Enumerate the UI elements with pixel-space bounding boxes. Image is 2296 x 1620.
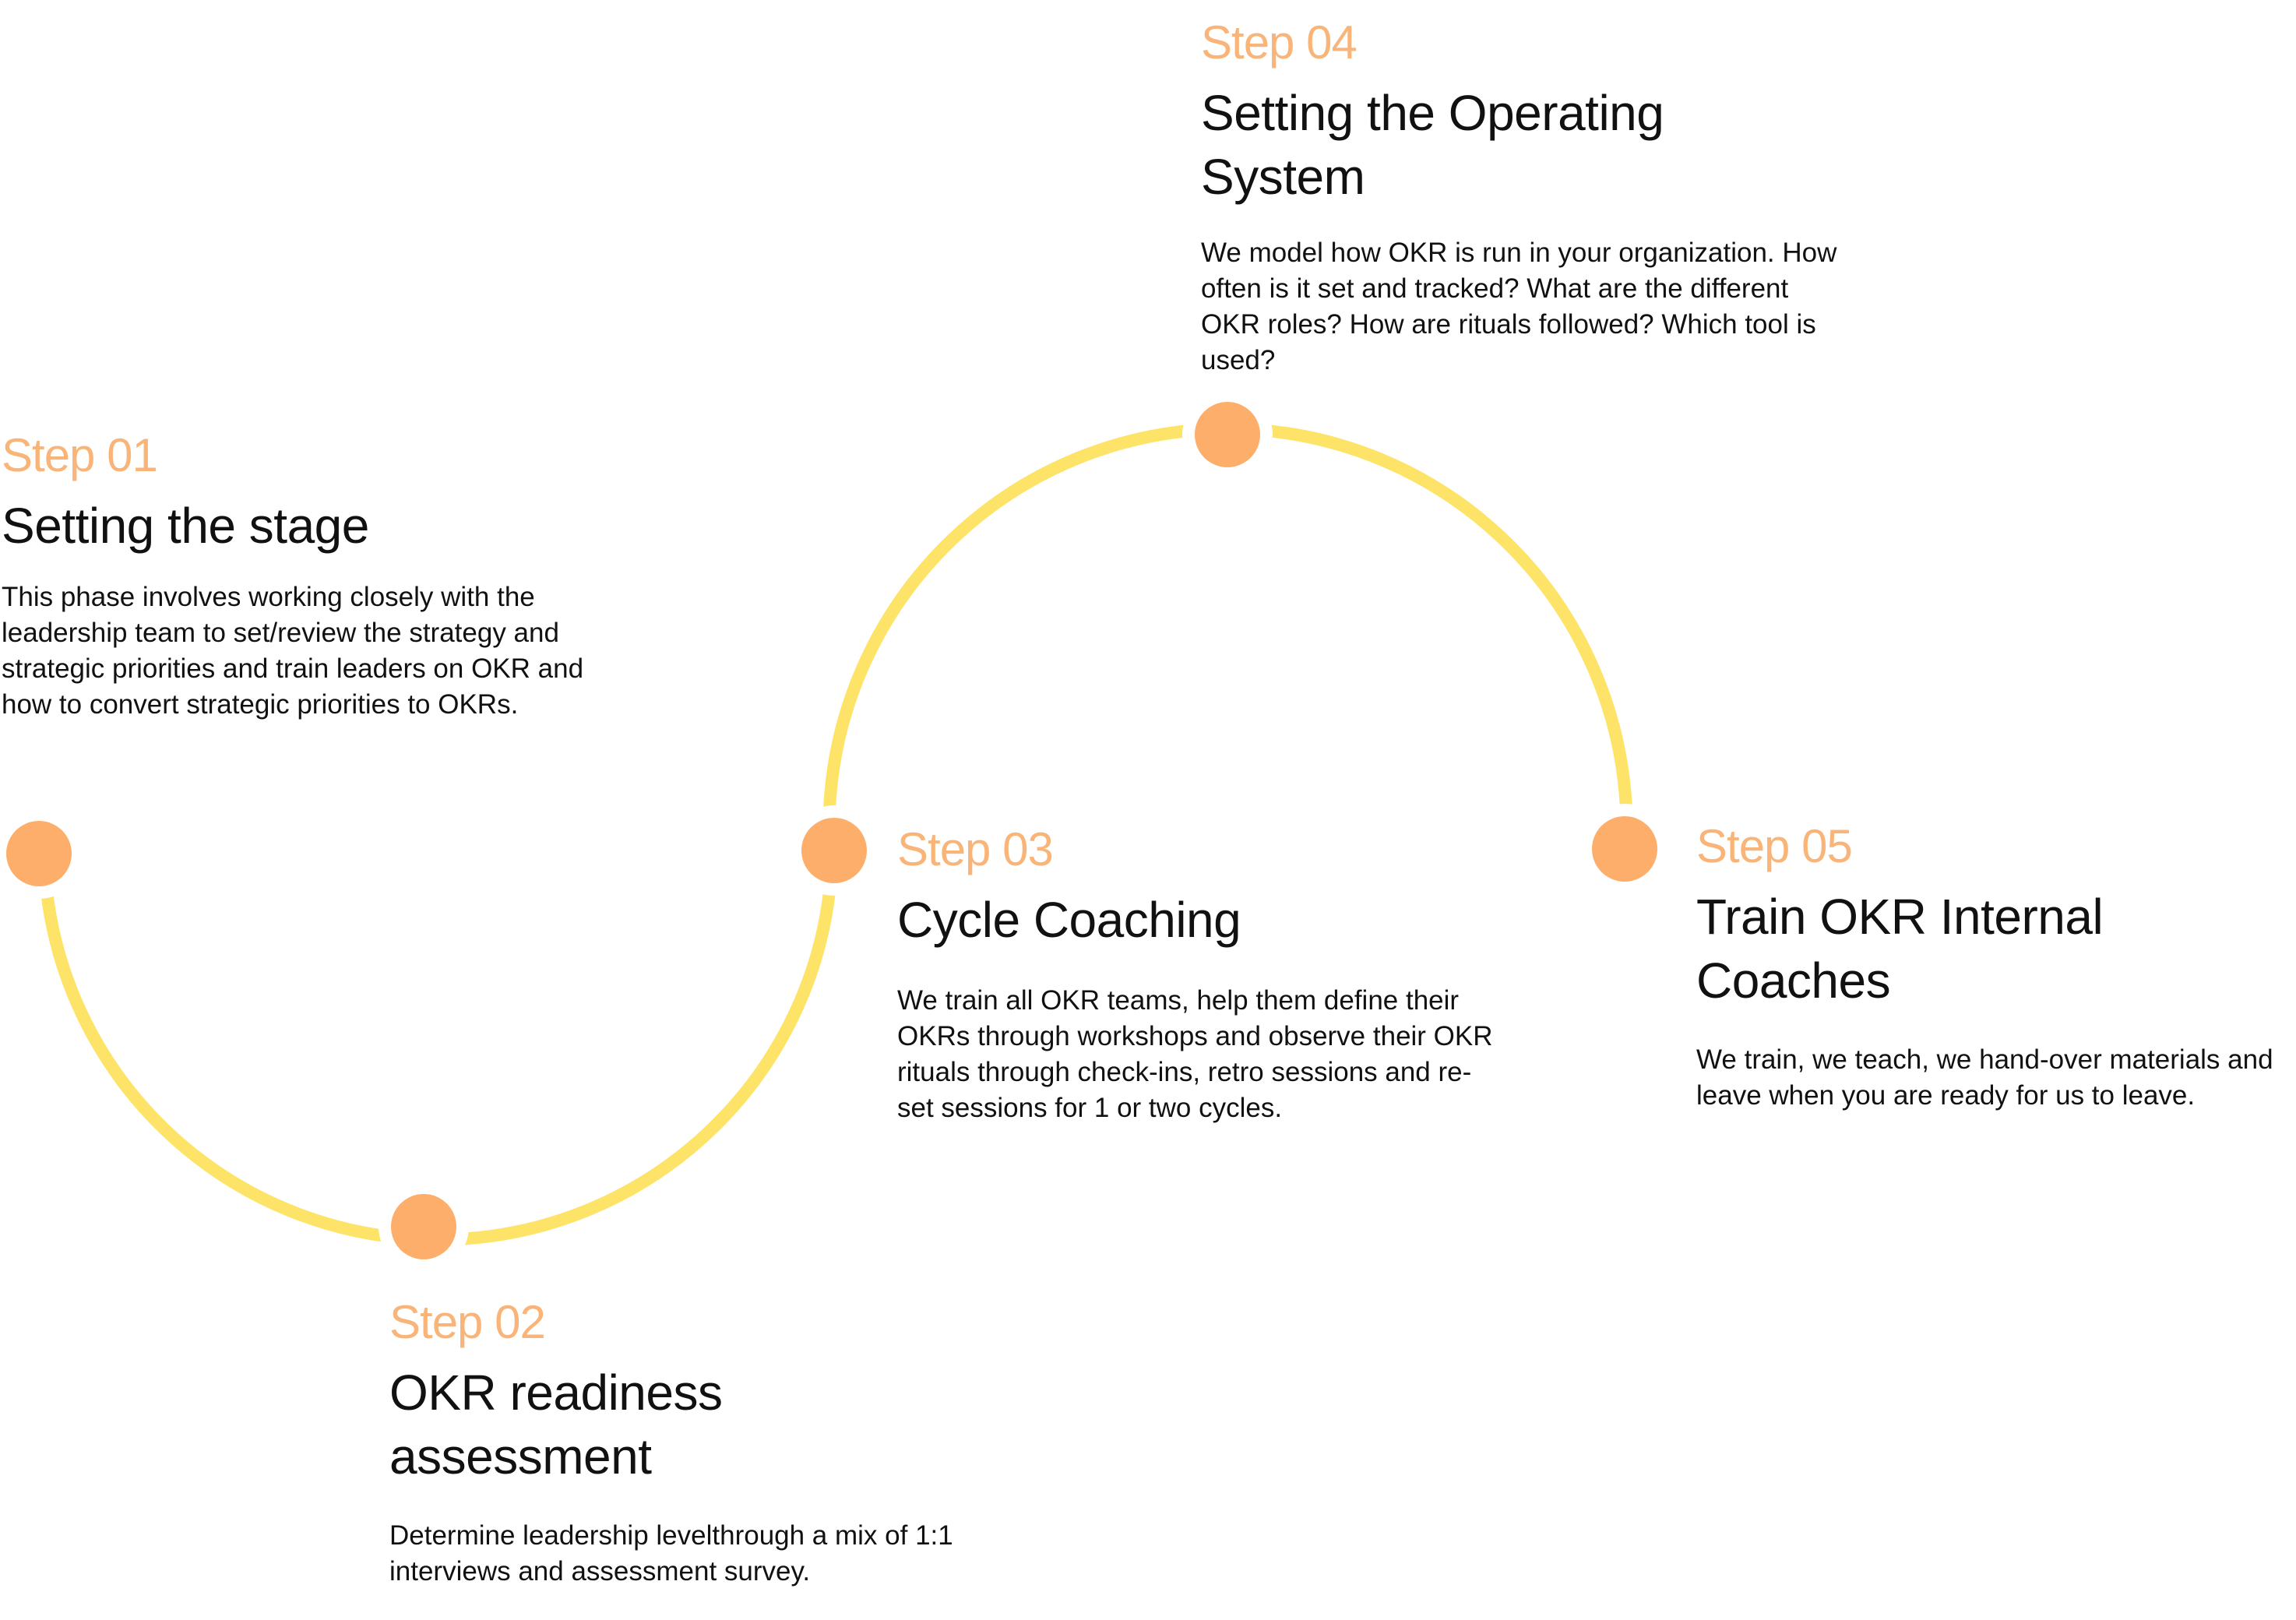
step-04-block: Step 04 Setting the Operating System We … xyxy=(1201,16,1840,379)
step-04-node xyxy=(1195,402,1260,467)
step-02-title: OKR readiness assessment xyxy=(389,1365,723,1484)
step-03-description: We train all OKR teams, help them define… xyxy=(897,985,1493,1123)
step-04-description: We model how OKR is run in your organiza… xyxy=(1201,238,1837,375)
step-03-title: Cycle Coaching xyxy=(897,892,1241,948)
step-04-number: Step 04 xyxy=(1201,16,1358,69)
step-05-block: Step 05 Train OKR Internal Coaches We tr… xyxy=(1696,819,2296,1114)
step-02-description: Determine leadership levelthrough a mix … xyxy=(389,1520,953,1587)
step-05-number: Step 05 xyxy=(1696,820,1853,872)
step-03-node xyxy=(801,818,867,883)
step-01-description: This phase involves working closely with… xyxy=(2,582,584,720)
step-05-description: We train, we teach, we hand-over materia… xyxy=(1696,1044,2273,1111)
step-01-title: Setting the stage xyxy=(2,498,369,554)
step-02-block: Step 02 OKR readiness assessment Determi… xyxy=(389,1295,997,1590)
step-03-number: Step 03 xyxy=(897,823,1054,875)
step-03-block: Step 03 Cycle Coaching We train all OKR … xyxy=(897,822,1505,1126)
step-04-title: Setting the Operating System xyxy=(1201,85,1664,205)
step-02-number: Step 02 xyxy=(389,1296,546,1348)
step-01-number: Step 01 xyxy=(2,429,158,481)
step-02-node xyxy=(391,1194,456,1259)
step-01-block: Step 01 Setting the stage This phase inv… xyxy=(2,428,593,723)
step-01-node xyxy=(6,821,72,886)
connector-arc-3-to-5 xyxy=(823,422,1632,811)
step-05-title: Train OKR Internal Coaches xyxy=(1696,889,2104,1009)
step-05-node xyxy=(1592,816,1657,882)
